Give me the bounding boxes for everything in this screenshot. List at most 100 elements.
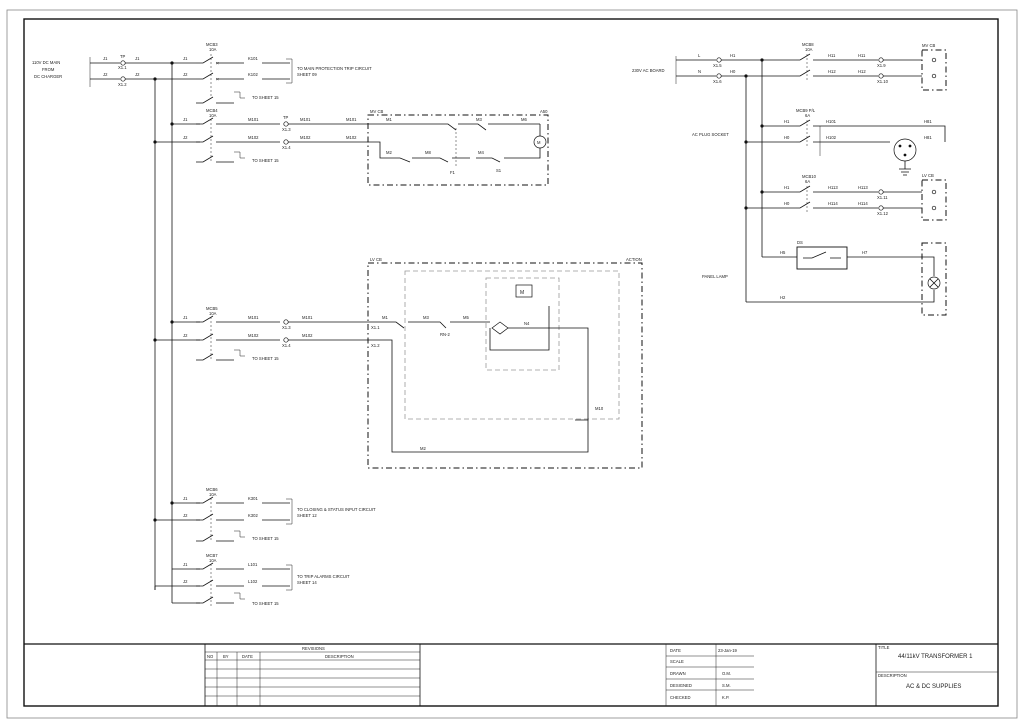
mv-sw1: S1 [496, 168, 502, 173]
ds-h5: H5 [780, 250, 786, 255]
mcb8-tb1: X1.9 [877, 63, 886, 68]
mcb6-out2: K302 [248, 513, 258, 518]
ds-h7: H7 [862, 250, 868, 255]
ac-l-label: L [698, 53, 701, 58]
svg-text:×: × [216, 61, 219, 67]
svg-text:×: × [216, 77, 219, 83]
mcb10-rating: 6A [805, 179, 810, 184]
dc-j1b-label: J1 [135, 56, 140, 61]
lamp-h2: H2 [780, 295, 786, 300]
mcb7-dest: TO TRIP ALARMS CIRCUIT [297, 574, 350, 579]
mcb4-rating: 10A [209, 113, 217, 118]
mcb7-in1: J1 [183, 562, 188, 567]
mcb4-out2: M102 [248, 135, 259, 140]
mcb7-aux: TO SHEET 15 [252, 601, 279, 606]
mcb5-w1: M101 [302, 315, 313, 320]
dc-neg-terminal [120, 76, 126, 82]
info-drawn-value: O.M. [722, 671, 731, 676]
info-scale-label: SCALE [670, 659, 684, 664]
mcb6-group: MCB6 10A J1 J2 K301 K302 TO CLOSING & ST… [183, 487, 376, 542]
mcb8-out1b: H11 [858, 53, 866, 58]
mv-cb-tag: MV CB [370, 109, 383, 114]
mcb5-in1: J1 [183, 315, 188, 320]
mcb5-group: MCB5 10A J1 J2 M101 M102 X1.3 X1.4 M101 … [183, 257, 643, 469]
mcb9-name: MCB9 P/L [796, 108, 816, 113]
dc-supply-label-3: DC CHARGER [34, 74, 62, 79]
mcb8-tb2: X1.10 [877, 79, 889, 84]
mcb9-in2: H0 [784, 135, 790, 140]
mcb4-tb1: X1.3 [282, 127, 291, 132]
mv-cb-box [367, 114, 549, 186]
mcb6-out1: K301 [248, 496, 258, 501]
mcb6-in2: J2 [183, 513, 188, 518]
dc-supply-label-1: 110V DC MAIN [32, 60, 60, 65]
info-date-label: DATE [670, 648, 681, 653]
lv-sw-m5: M5 [463, 315, 469, 320]
mcb8-out1: H11 [828, 53, 836, 58]
rev-col-date: DATE [242, 654, 253, 659]
info-drawn-label: DRAWN [670, 671, 686, 676]
mcb8-rating: 10A [805, 47, 813, 52]
inner-border [23, 18, 999, 707]
mv-cb-motor [533, 135, 547, 149]
mcb9-in1: H1 [784, 119, 790, 124]
mv-wire-m2: M2 [386, 150, 392, 155]
ac-lv-cb-tag: LV CB [922, 173, 934, 178]
mcb5-tb1: X1.3 [282, 325, 291, 330]
mcb5-aux: TO SHEET 15 [252, 356, 279, 361]
mcb3-group: MCB3 10A J1 J2 ×× K101 K102 TO MAIN PROT… [183, 42, 372, 104]
lv-motor [515, 284, 533, 298]
lv-m2: M2 [420, 446, 426, 451]
door-switch-label: DS [797, 240, 803, 245]
mcb7-in2: J2 [183, 579, 188, 584]
mcb5-w2: M102 [302, 333, 313, 338]
mcb3-in2: J2 [183, 72, 188, 77]
lv-cb-action-tag: ACTION [626, 257, 642, 262]
mcb4-wire1b: M101 [346, 117, 357, 122]
ac-supply: 230V AC BOARD L N X1.5 X1.6 H1 H0 MCB8 1… [632, 42, 947, 316]
mcb10-in1: H1 [784, 185, 790, 190]
mcb4-tb: TP [283, 115, 289, 120]
ac-t2: X1.6 [713, 79, 722, 84]
lv-rn: RN-2 [440, 332, 450, 337]
mcb8-out2b: H12 [858, 69, 866, 74]
dc-neg-terminal-label: X1.2 [118, 82, 127, 87]
mcb7-out1: L101 [248, 562, 258, 567]
mv-cb-motor-label: M [537, 140, 541, 145]
info-designed-label: DESIGNED [670, 683, 692, 688]
mcb10-in2: H0 [784, 201, 790, 206]
ac-lv-cb-box [921, 179, 947, 221]
mcb7-name: MCB7 [206, 553, 218, 558]
mcb8-out2: H12 [828, 69, 836, 74]
dc-supply-label-2: FROM [42, 67, 55, 72]
ac-n-label: N [698, 69, 701, 74]
lv-motor-tag: M10 [595, 406, 604, 411]
ac-h0-label: H0 [730, 69, 736, 74]
dc-j2b-label: J2 [135, 72, 140, 77]
mcb3-dest2: SHEET 09 [297, 72, 317, 77]
mcb10-tb2: X1.12 [877, 211, 889, 216]
lv-n4: N4 [524, 321, 530, 326]
dc-supply-source: 110V DC MAIN FROM DC CHARGER J1 J2 TP X1… [32, 54, 196, 87]
mcb3-dest: TO MAIN PROTECTION TRIP CIRCUIT [297, 66, 372, 71]
revisions-table: REVISIONS NO BY DATE DESCRIPTION [204, 643, 421, 707]
door-switch-box [796, 246, 848, 270]
dc-bus [153, 61, 200, 604]
ac-mv-cb-box [921, 49, 947, 91]
mcb9-h81-b: H81 [924, 135, 932, 140]
lv-cb-tag: LV CB [370, 257, 382, 262]
rev-col-by: BY [223, 654, 229, 659]
mcb3-rating: 10A [209, 47, 217, 52]
dc-j2-label: J2 [103, 72, 108, 77]
mv-fuse: F1 [450, 170, 456, 175]
mcb4-aux: TO SHEET 15 [252, 158, 279, 163]
panel-lamp-box [921, 242, 947, 316]
mcb3-name: MCB3 [206, 42, 218, 47]
lv-term-1: X1.1 [371, 325, 380, 330]
lv-sw-m1: M1 [382, 315, 388, 320]
mcb6-rating: 10A [209, 492, 217, 497]
drawing-description: AC & DC SUPPLIES [906, 684, 961, 690]
title-label: TITLE [878, 645, 890, 650]
mcb6-dest: TO CLOSING & STATUS INPUT CIRCUIT [297, 507, 376, 512]
